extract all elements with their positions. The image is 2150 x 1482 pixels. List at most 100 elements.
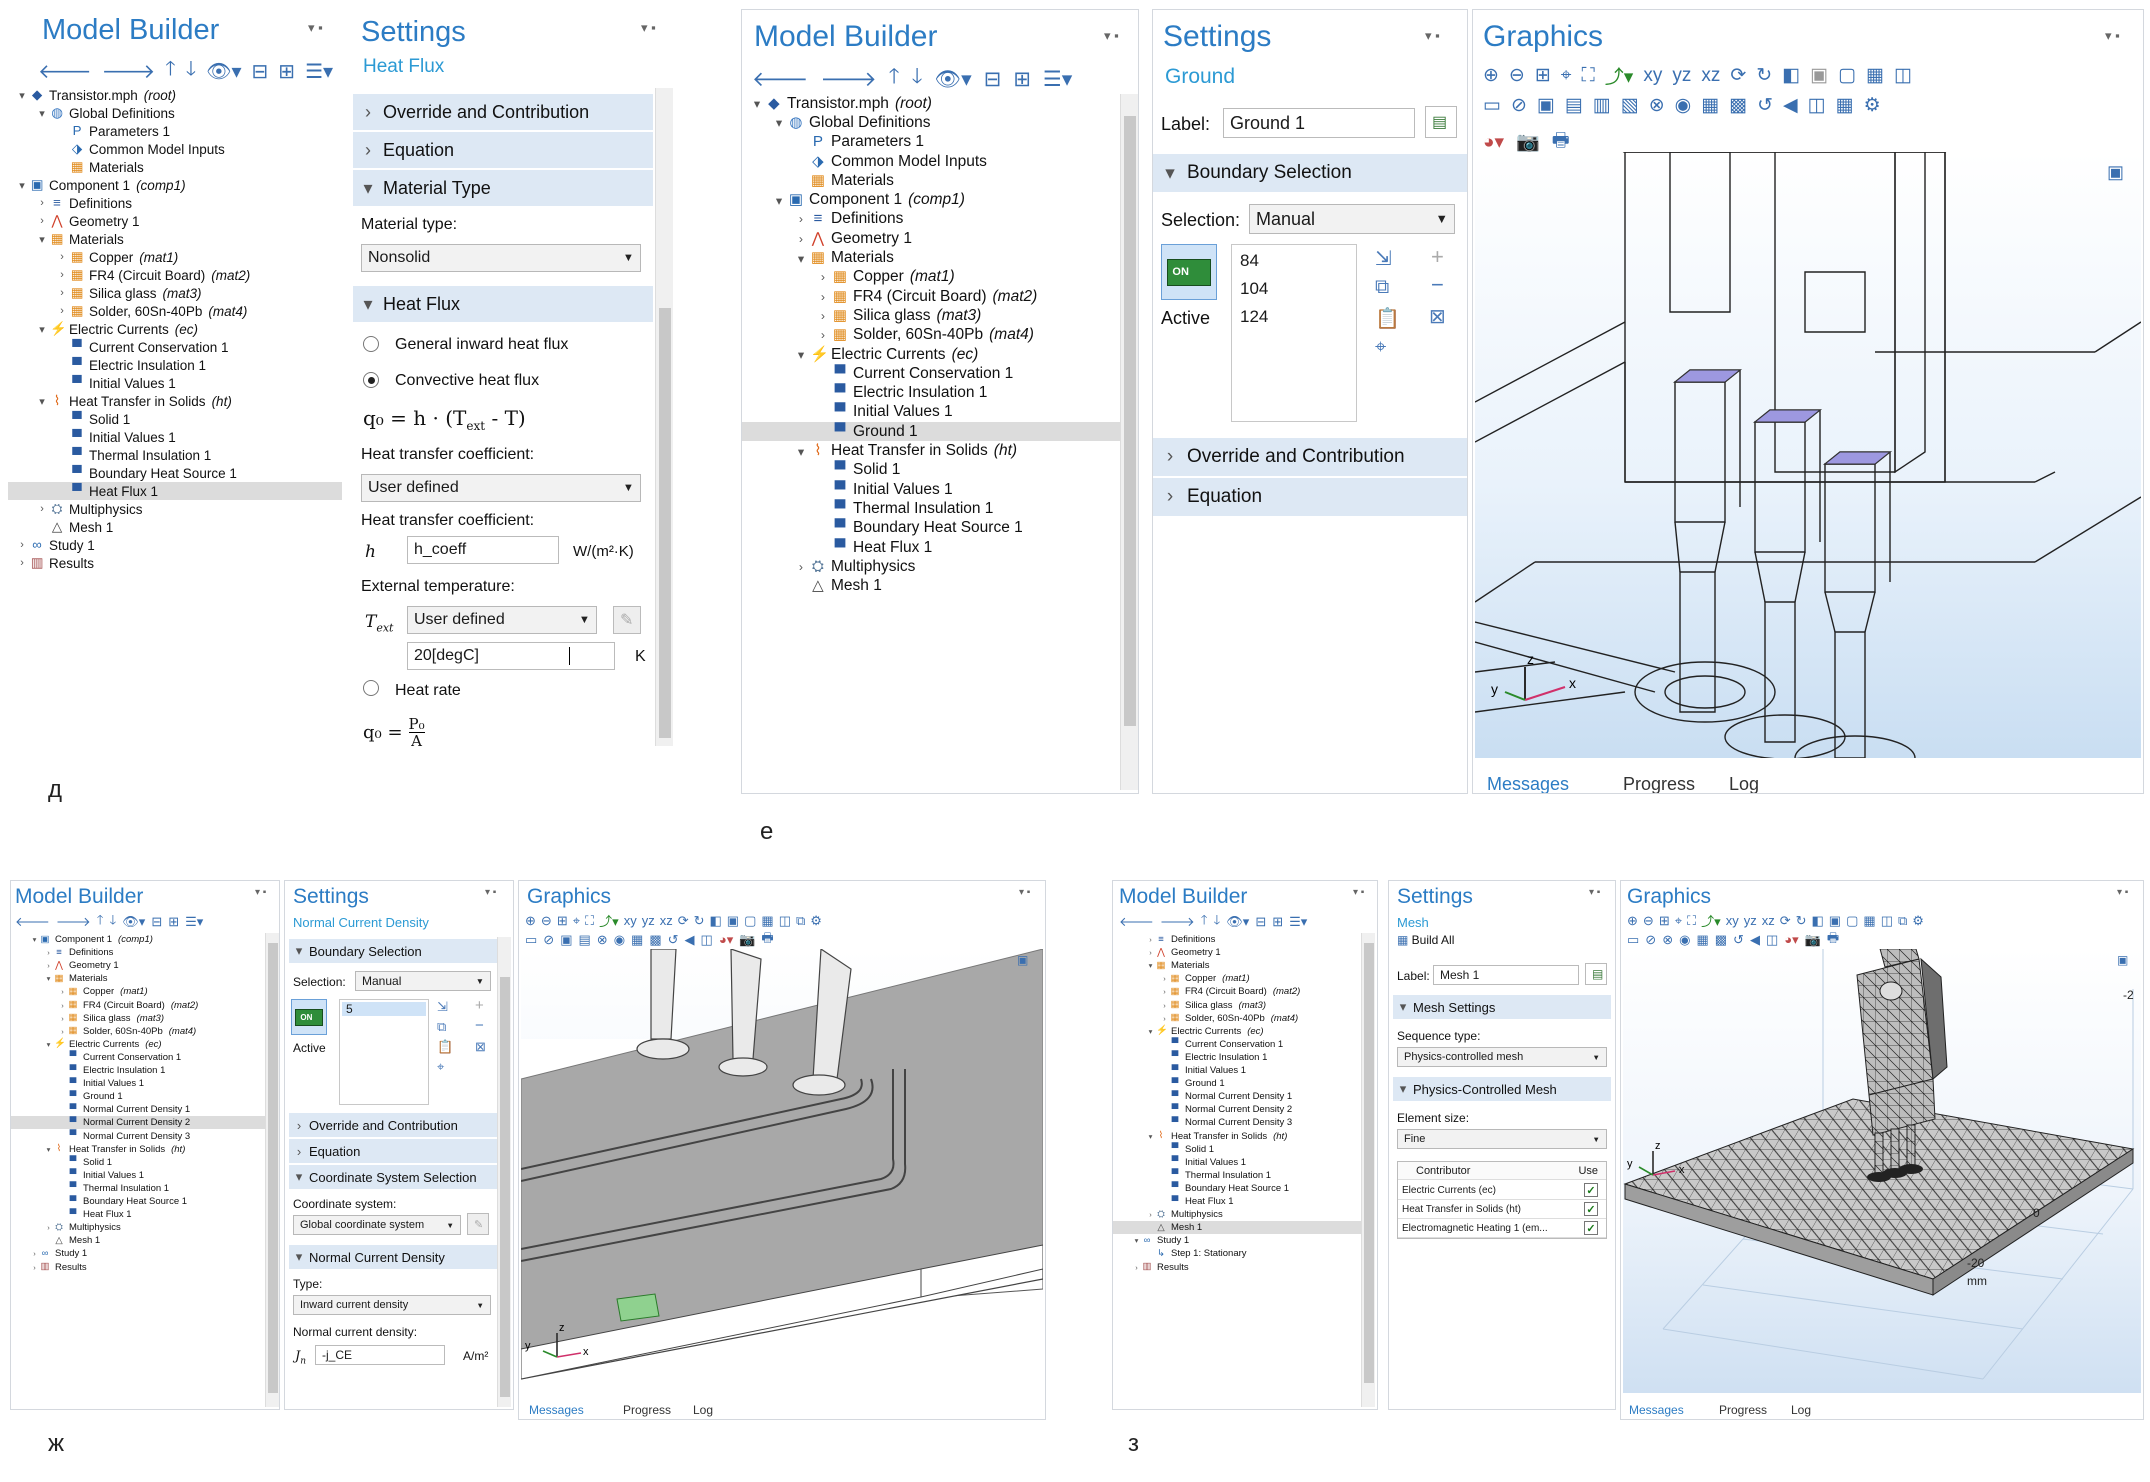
pin-icon[interactable]: ▾ ▪ <box>2117 887 2129 898</box>
list-item[interactable]: 84 <box>1240 251 1259 270</box>
expand-arrow-icon[interactable]: › <box>798 559 804 574</box>
expand-arrow-icon[interactable]: › <box>820 270 826 285</box>
label-input[interactable]: Ground 1 <box>1223 108 1415 138</box>
rotate-alt-icon[interactable]: ↻ <box>1756 65 1773 86</box>
layers-icon[interactable]: ◫ <box>700 932 713 947</box>
xy-view-icon[interactable]: xy <box>623 913 637 928</box>
expand-arrow-icon[interactable]: › <box>61 1000 64 1010</box>
tree-copper[interactable]: ›▦Copper(mat1) <box>11 985 265 998</box>
collapse-arrow-icon[interactable]: ▾ <box>46 1039 51 1049</box>
scene-settings-icon[interactable]: ▣ <box>2107 162 2125 182</box>
render-icon[interactable]: ▦ <box>1863 912 1876 928</box>
collapse-arrow-icon[interactable]: ▾ <box>39 395 45 408</box>
screenshot-icon[interactable]: ⧉ <box>795 912 806 928</box>
menu-icon[interactable]: ☰▾ <box>1289 914 1308 929</box>
settings-icon[interactable]: ⚙ <box>1863 95 1881 116</box>
undo-view-icon[interactable]: ↺ <box>1757 95 1774 116</box>
expand-arrow-icon[interactable]: › <box>1135 1262 1138 1272</box>
forward-icon[interactable]: 🡒 <box>1159 914 1195 929</box>
expand-arrow-icon[interactable]: › <box>798 212 804 227</box>
tree-component[interactable]: ▾▣Component 1(comp1) <box>742 191 1122 210</box>
down-icon[interactable]: 🡓 <box>109 912 117 927</box>
grid-icon[interactable]: ▦ <box>1835 95 1854 116</box>
material-type-select[interactable]: Nonsolid▼ <box>361 244 641 272</box>
zoom-box-icon[interactable]: ⊞ <box>1534 65 1551 86</box>
tree-materials[interactable]: ▾▦Materials <box>8 230 342 248</box>
select-boundaries-icon[interactable]: ▥ <box>1592 95 1611 116</box>
rotate-icon[interactable]: ⟳ <box>1779 912 1791 928</box>
tree-component[interactable]: ▾▣Component 1(comp1) <box>8 176 342 194</box>
copy-icon[interactable]: ⧉ <box>1375 276 1390 298</box>
up-icon[interactable]: 🡑 <box>165 58 176 80</box>
active-toggle[interactable]: ON <box>1161 244 1217 300</box>
collapse-arrow-icon[interactable]: ▾ <box>775 116 783 131</box>
tree-root[interactable]: ▾◆Transistor.mph(root) <box>8 86 342 104</box>
tree-thermal-insulation[interactable]: ▀Thermal Insulation 1 <box>742 499 1122 518</box>
tree-study[interactable]: ›∞Study 1 <box>8 536 342 554</box>
tree-ground[interactable]: ▀Ground 1 <box>1113 1077 1361 1090</box>
copy-icon[interactable]: ⧉ <box>437 1019 447 1034</box>
expand-arrow-icon[interactable]: › <box>33 1249 36 1259</box>
expand-arrow-icon[interactable]: › <box>798 231 804 246</box>
down-icon[interactable]: 🡓 <box>911 65 923 88</box>
zoom-in-icon[interactable]: ⊕ <box>525 912 536 928</box>
expand-arrow-icon[interactable]: › <box>20 557 24 569</box>
tree-boundary-heat-source[interactable]: ▀Boundary Heat Source 1 <box>1113 1182 1361 1195</box>
pin-icon[interactable]: ▾ ▪ <box>2105 28 2120 43</box>
graphics-canvas[interactable]: z x y ▣ <box>521 949 1043 1393</box>
tree-multiphysics[interactable]: ›⛭Multiphysics <box>742 557 1122 576</box>
collapse-arrow-icon[interactable]: ▾ <box>1148 1131 1153 1141</box>
tree-electric-insulation[interactable]: ▀Electric Insulation 1 <box>11 1064 265 1077</box>
tab-progress[interactable]: Progress <box>1719 1403 1768 1417</box>
clear-selection-icon[interactable]: ⊠ <box>1429 306 1446 328</box>
tree-silica[interactable]: ›▦Silica glass(mat3) <box>8 284 342 302</box>
tree-ht-initial-values[interactable]: ▀Initial Values 1 <box>742 480 1122 499</box>
select-box-icon[interactable]: ▭ <box>525 932 538 947</box>
zoom-out-icon[interactable]: ⊖ <box>1508 65 1525 86</box>
xz-view-icon[interactable]: xz <box>659 913 673 928</box>
collapse-arrow-icon[interactable]: ▾ <box>32 935 37 945</box>
select-box-icon[interactable]: ▭ <box>1483 95 1501 116</box>
tree-solid[interactable]: ▀Solid 1 <box>1113 1143 1361 1156</box>
h-coeff-input[interactable]: h_coeff <box>407 536 559 564</box>
render-icon[interactable]: ▦ <box>1866 65 1884 86</box>
expand-arrow-icon[interactable]: › <box>1163 1013 1166 1023</box>
tree-heat-flux[interactable]: ▀Heat Flux 1 <box>8 482 342 500</box>
size-select[interactable]: Fine▼ <box>1397 1129 1607 1149</box>
tree-solder[interactable]: ›▦Solder, 60Sn-40Pb(mat4) <box>11 1025 265 1038</box>
tree-current-conservation[interactable]: ▀Current Conservation 1 <box>742 364 1122 383</box>
expand-arrow-icon[interactable]: › <box>1149 1210 1152 1220</box>
up-icon[interactable]: 🡑 <box>96 912 104 927</box>
collapse-arrow-icon[interactable]: ▾ <box>39 233 45 246</box>
zoom-in-icon[interactable]: ⊕ <box>1483 65 1499 86</box>
settings-icon[interactable]: ⚙ <box>1912 912 1924 928</box>
show-hidden-icon[interactable]: ◉ <box>1679 932 1691 947</box>
use-checkbox[interactable]: ✓ <box>1584 1183 1598 1197</box>
tree-solid[interactable]: ▀Solid 1 <box>742 461 1122 480</box>
scrollbar[interactable] <box>1361 933 1375 1407</box>
tree-solid[interactable]: ▀Solid 1 <box>11 1156 265 1169</box>
select-edges-icon[interactable]: ▧ <box>1620 95 1639 116</box>
expand-icon[interactable]: ⊟ <box>983 68 1002 91</box>
tree-materials[interactable]: ▾▦Materials <box>742 248 1122 267</box>
expand-icon[interactable]: ⊟ <box>1255 914 1267 929</box>
tree-definitions[interactable]: ›≡Definitions <box>11 946 265 959</box>
zoom-extents-icon[interactable]: ⛶ <box>1687 912 1697 928</box>
tree-silica[interactable]: ›▦Silica glass(mat3) <box>742 306 1122 325</box>
collapse-arrow-icon[interactable]: ▾ <box>1148 1026 1153 1036</box>
tree-global-definitions[interactable]: ▾◍Global Definitions <box>8 104 342 122</box>
collapse-arrow-icon[interactable]: ▾ <box>19 89 25 102</box>
tree-materials[interactable]: ▾▦Materials <box>11 972 265 985</box>
tree-thermal-insulation[interactable]: ▀Thermal Insulation 1 <box>11 1182 265 1195</box>
back-icon[interactable]: 🡐 <box>752 68 809 91</box>
show-hidden-icon[interactable]: ◉ <box>613 932 626 947</box>
coord-select[interactable]: Global coordinate system▼ <box>293 1215 461 1235</box>
selection-select[interactable]: Manual▼ <box>355 971 491 991</box>
list-item[interactable]: 5 <box>342 1002 426 1016</box>
tree-definitions[interactable]: ›≡Definitions <box>742 210 1122 229</box>
transparency-icon[interactable]: ▣ <box>726 912 740 928</box>
scene-light-icon[interactable]: ◧ <box>1782 65 1801 86</box>
view-all-icon[interactable]: ▦ <box>1701 95 1720 116</box>
tree-electric-insulation[interactable]: ▀Electric Insulation 1 <box>8 356 342 374</box>
tree-initial-values[interactable]: ▀Initial Values 1 <box>742 403 1122 422</box>
